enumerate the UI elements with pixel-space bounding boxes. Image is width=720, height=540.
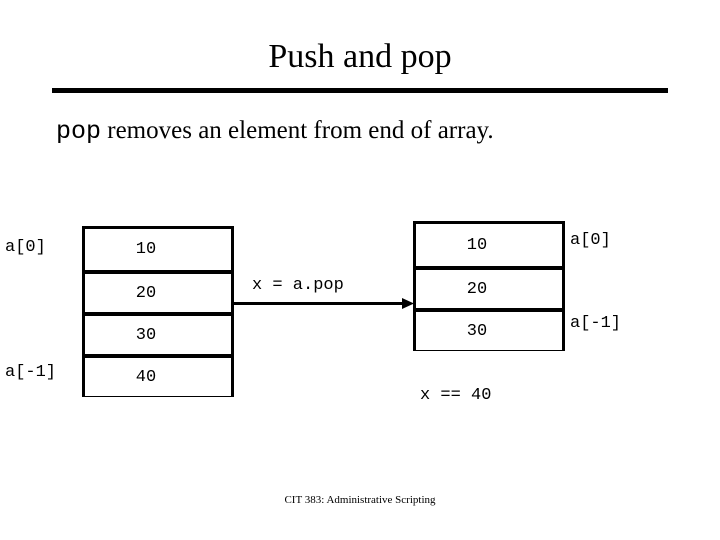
title-divider	[52, 88, 668, 93]
array-cell: 20	[85, 270, 231, 312]
array-cell: 40	[85, 354, 231, 396]
array-cell-value: 20	[135, 283, 157, 303]
operation-label: x = a.pop	[252, 276, 344, 295]
array-before: 10 20 30 40	[82, 226, 234, 397]
array-cell: 30	[85, 312, 231, 354]
array-after-first-index-label: a[0]	[570, 231, 611, 250]
array-before-first-index-label: a[0]	[5, 238, 46, 257]
array-cell: 10	[85, 229, 231, 270]
array-cell-value: 40	[135, 367, 157, 387]
slide-footer: CIT 383: Administrative Scripting	[284, 494, 436, 506]
array-cell-value: 10	[466, 235, 488, 255]
array-cell-value: 10	[135, 240, 157, 259]
array-cell-value: 30	[135, 325, 157, 345]
array-after-last-index-label: a[-1]	[570, 314, 622, 333]
result-expression: x == 40	[420, 386, 492, 405]
array-cell-value: 20	[466, 279, 488, 299]
array-cell: 30	[416, 308, 562, 350]
array-before-last-index-label: a[-1]	[5, 363, 57, 382]
array-after: 10 20 30	[413, 221, 565, 351]
array-cell: 10	[416, 224, 562, 266]
arrow-right-icon	[234, 298, 414, 309]
subtitle-code-term: pop	[56, 117, 102, 146]
array-cell-value: 30	[466, 321, 488, 341]
page-title: Push and pop	[268, 38, 452, 75]
subtitle-text: removes an element from end of array.	[101, 117, 494, 144]
slide-subtitle: pop removes an element from end of array…	[56, 115, 676, 148]
array-cell: 20	[416, 266, 562, 308]
